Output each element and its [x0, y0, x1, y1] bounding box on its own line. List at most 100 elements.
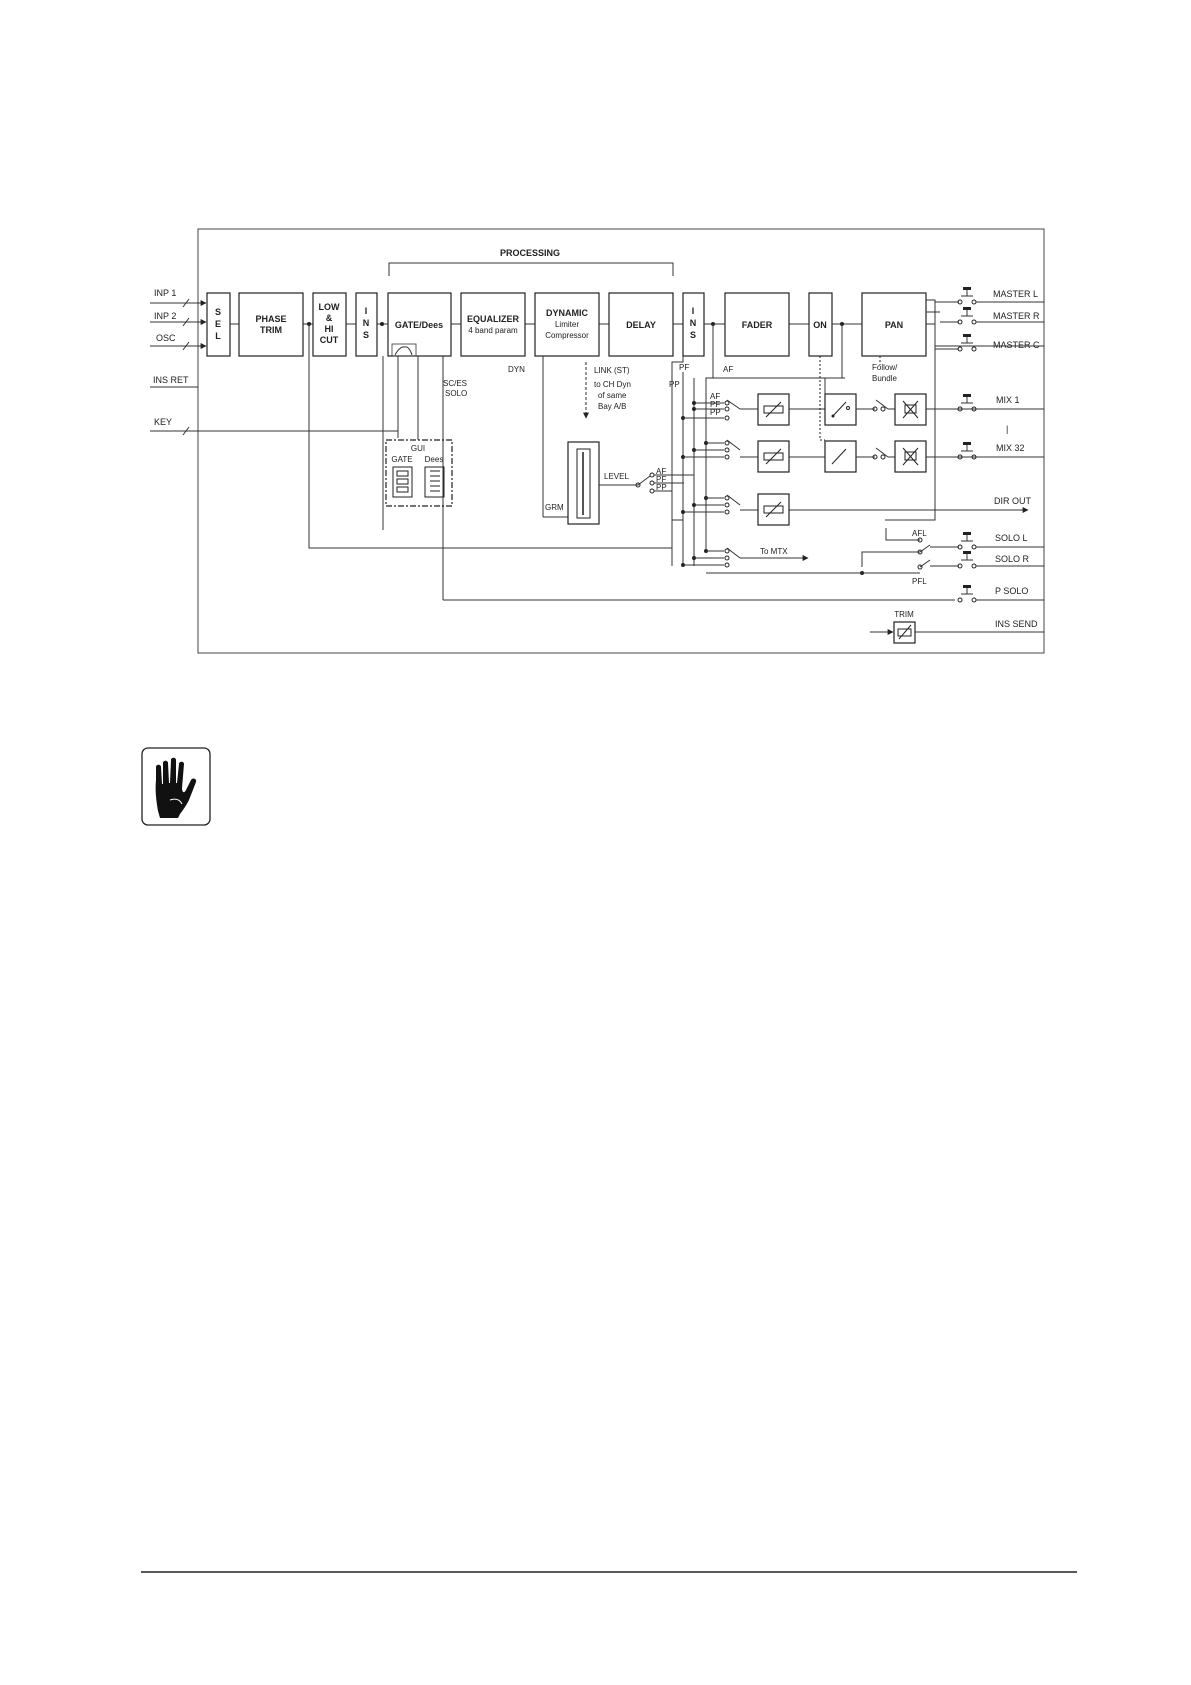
p-solo-switch	[957, 585, 1044, 603]
solo-r-switch	[930, 551, 1044, 569]
sel-label-s: S	[215, 307, 221, 317]
dyn-label: DYN	[508, 365, 525, 374]
input-osc-label: OSC	[156, 333, 176, 343]
output-master-c: MASTER C	[993, 340, 1040, 350]
low-hi-cut-block: LOW & HI CUT	[312, 292, 347, 357]
output-switches	[930, 287, 1044, 603]
inputs: INP 1 INP 2 OSC INS RET KEY	[150, 288, 398, 436]
to-mtx: To MTX	[681, 547, 809, 568]
dynamic-label: DYNAMIC	[546, 308, 588, 318]
af-label: AF	[723, 365, 733, 374]
sel-label-e: E	[215, 319, 221, 329]
gate-label: GATE/Dees	[395, 320, 443, 330]
tomtx-label: To MTX	[760, 547, 788, 556]
gui-dees-label: Dees	[425, 455, 444, 464]
output-mix1: MIX 1	[996, 395, 1020, 405]
outputs: MASTER L MASTER R MASTER C MIX 1 | MIX 3…	[993, 289, 1040, 629]
ins2-i: I	[692, 306, 695, 316]
pan-block: PAN	[861, 292, 927, 357]
hi-label: HI	[325, 324, 334, 334]
hand-stop-icon	[141, 747, 211, 826]
output-solo-l: SOLO L	[995, 533, 1028, 543]
pf-label: PF	[679, 363, 689, 372]
mix32-switch	[957, 442, 977, 460]
grm-label: GRM	[545, 503, 564, 512]
output-p-solo: P SOLO	[995, 586, 1028, 596]
pp-label: PP	[669, 380, 680, 389]
link-label-1: LINK (ST)	[594, 366, 630, 375]
ins-send-trim: TRIM	[870, 610, 1044, 644]
phase-label: PHASE	[255, 314, 286, 324]
link-label-2: to CH Dyn	[594, 380, 631, 389]
afl-label: AFL	[912, 529, 927, 538]
dynamic-block: DYNAMIC Limiter Compressor	[534, 292, 600, 357]
follow-label-1: Follow/	[872, 363, 898, 372]
ins1-s: S	[363, 330, 369, 340]
mix1-send: AF PF PP	[681, 392, 1044, 426]
delay-block: DELAY	[608, 292, 674, 357]
delay-label: DELAY	[626, 320, 656, 330]
pfl-label: PFL	[912, 577, 927, 586]
solo-label: SOLO	[445, 389, 467, 398]
input-insret-label: INS RET	[153, 375, 189, 385]
mix-separator: |	[1006, 424, 1008, 434]
master-c-switch	[935, 334, 977, 352]
fader-label: FADER	[742, 320, 773, 330]
master-r-switch	[940, 307, 1044, 325]
cut-label: CUT	[320, 335, 339, 345]
mix32-send	[681, 324, 1044, 473]
output-master-r: MASTER R	[993, 311, 1040, 321]
level-sw-pp: PP	[656, 483, 667, 492]
solo-switch: AFL PFL	[706, 528, 931, 586]
ins1-i: I	[365, 306, 368, 316]
input-inp1-label: INP 1	[154, 288, 176, 298]
output-ins-send: INS SEND	[995, 619, 1038, 629]
input-key-label: KEY	[154, 417, 172, 427]
diagram-frame	[197, 228, 1045, 654]
level-sw-af: AF	[656, 467, 666, 476]
sel-label-l: L	[215, 331, 221, 341]
dir-out-send	[681, 493, 1029, 526]
mix1-switch	[957, 394, 977, 412]
gui-gate-label: GATE	[391, 455, 412, 464]
output-master-l: MASTER L	[993, 289, 1038, 299]
level-switch: AF PF PP	[635, 467, 694, 494]
compressor-label: Compressor	[545, 331, 589, 340]
scdes-label: SC/ES	[443, 379, 467, 388]
tap-buses	[308, 324, 845, 566]
follow-label-2: Bundle	[872, 374, 897, 383]
signal-flow-diagram: PROCESSING INP 1 INP 2 OSC INS RET KEY S…	[150, 228, 1045, 654]
trim-label: TRIM	[260, 325, 282, 335]
limiter-label: Limiter	[555, 320, 579, 329]
ins2-s: S	[690, 330, 696, 340]
pan-label: PAN	[885, 320, 903, 330]
output-solo-r: SOLO R	[995, 554, 1030, 564]
on-label: ON	[813, 320, 827, 330]
on-block: ON	[808, 292, 833, 357]
processing-bracket	[388, 262, 674, 276]
output-mix32: MIX 32	[996, 443, 1025, 453]
gui-label: GUI	[411, 444, 425, 453]
equalizer-label: EQUALIZER	[467, 314, 520, 324]
trim-label: TRIM	[894, 610, 914, 619]
gate-dees-block: GATE/Dees	[387, 292, 452, 357]
mix1-sw-af: AF	[710, 392, 720, 401]
equalizer-block: EQUALIZER 4 band param	[460, 292, 526, 357]
master-l-switch	[935, 287, 1044, 305]
input-inp2-label: INP 2	[154, 311, 176, 321]
level-sw-pf: PF	[656, 475, 666, 484]
sel-block: S E L	[206, 292, 231, 357]
phase-trim-block: PHASE TRIM	[238, 292, 304, 357]
ins-block-1: I N S	[355, 292, 378, 357]
output-dir-out: DIR OUT	[994, 496, 1032, 506]
level-label: LEVEL	[604, 472, 629, 481]
ins2-n: N	[690, 318, 697, 328]
processing-label: PROCESSING	[500, 248, 560, 258]
gui-box: GUI GATE Dees	[385, 439, 453, 507]
ins1-n: N	[363, 318, 370, 328]
mix1-sw-pf: PF	[710, 400, 720, 409]
ins-block-2: I N S	[682, 292, 705, 357]
fader-block: FADER	[724, 292, 790, 357]
mix1-sw-pp: PP	[710, 408, 721, 417]
